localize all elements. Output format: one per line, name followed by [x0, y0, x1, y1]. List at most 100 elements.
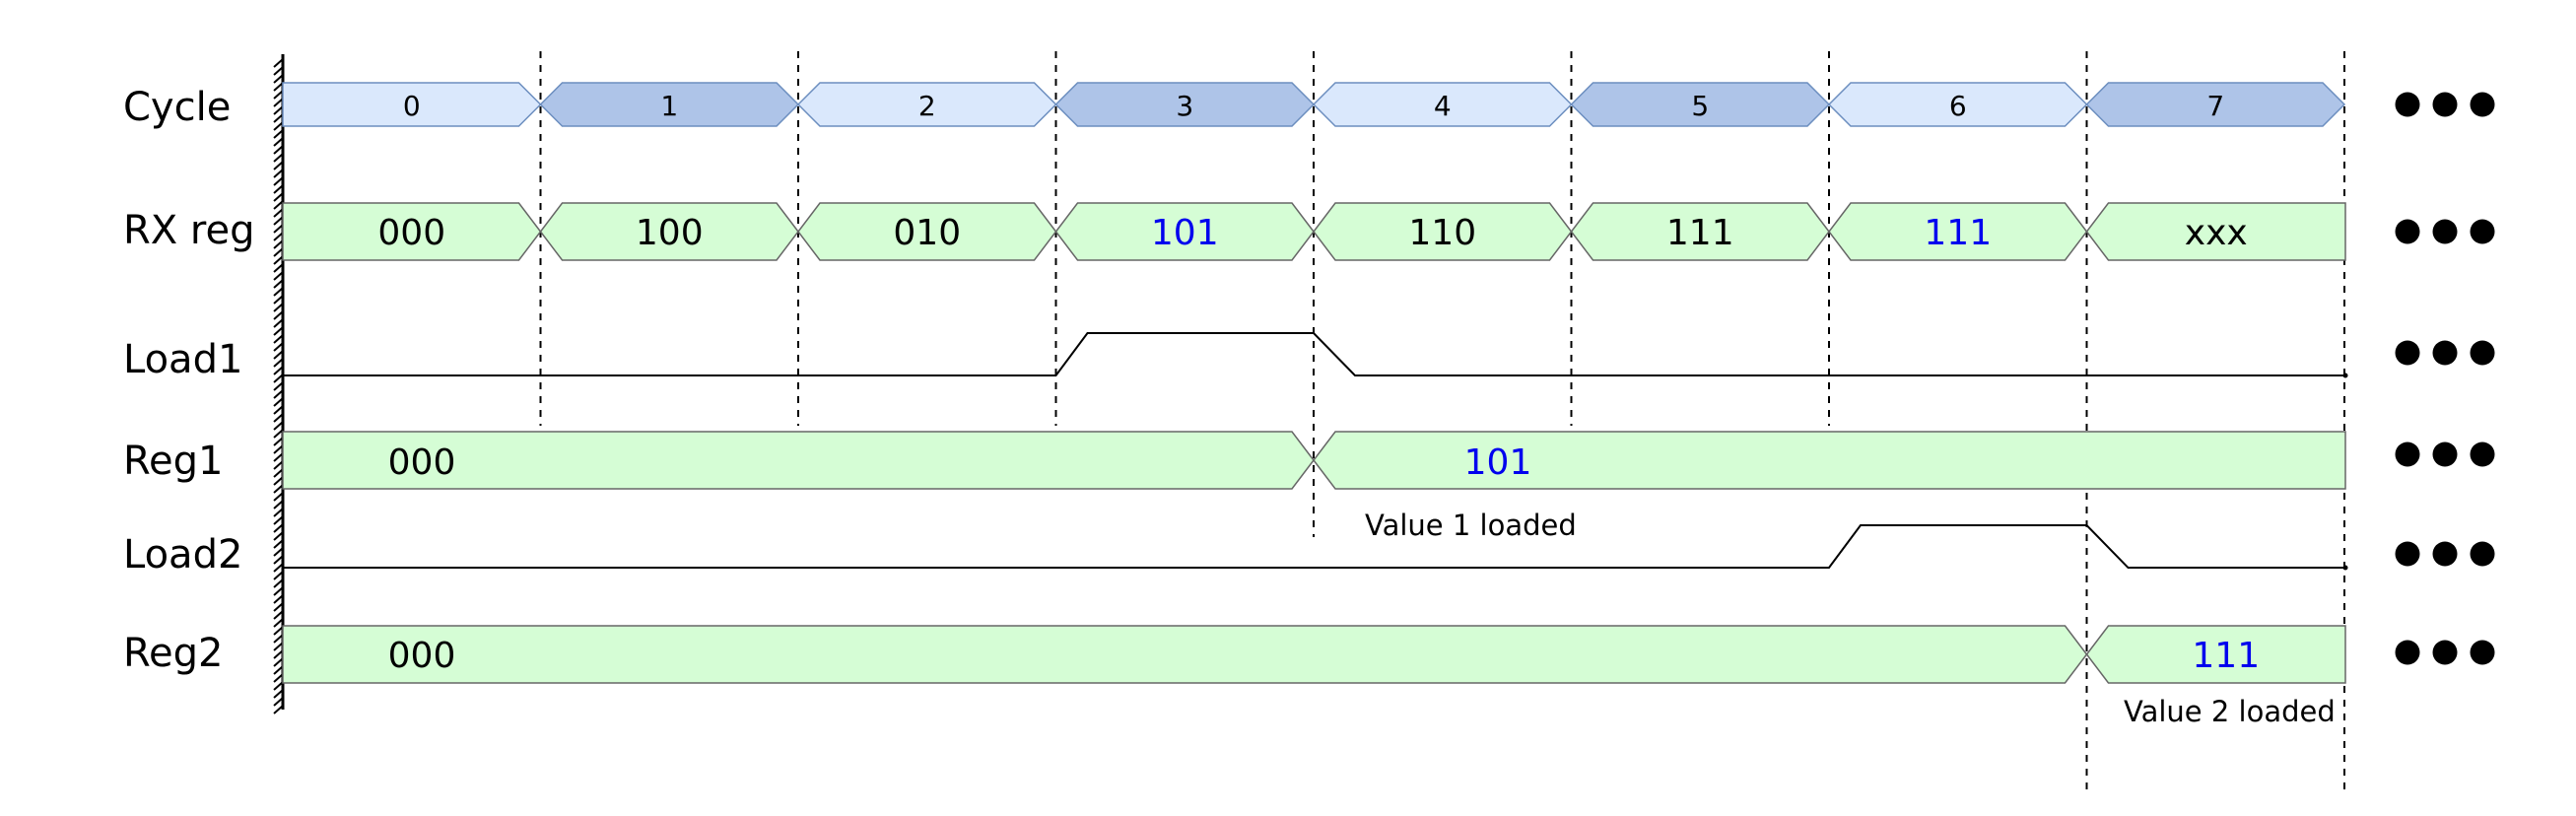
- cycle-number: 6: [1949, 90, 1967, 122]
- cycle-segment: [1312, 82, 1573, 127]
- start-rail-hatch: [273, 689, 284, 699]
- reg1-value: 101: [1464, 442, 1532, 483]
- load2-waveform-end: [2342, 565, 2348, 571]
- continuation-dot: [2470, 219, 2495, 244]
- start-rail-hatch: [273, 468, 284, 478]
- start-rail-hatch: [273, 184, 284, 194]
- start-rail-hatch: [273, 523, 284, 533]
- start-rail-hatch: [273, 460, 284, 470]
- continuation-dot: [2470, 541, 2495, 567]
- start-rail-hatch: [273, 176, 284, 186]
- annotation-value2-loaded: Value 2 loaded: [2124, 695, 2336, 728]
- rx-reg-value: 100: [636, 213, 704, 253]
- rx-reg-segment: [1313, 202, 1573, 261]
- start-rail-hatch: [273, 216, 284, 226]
- start-rail-hatch: [273, 626, 284, 636]
- start-rail-hatch: [273, 366, 284, 375]
- start-rail-hatch: [273, 200, 284, 210]
- start-rail-hatch: [273, 350, 284, 360]
- rx-reg-segment: [2085, 202, 2346, 261]
- continuation-dot: [2432, 541, 2458, 567]
- cycle-number: 1: [660, 90, 678, 122]
- cycle-segment: [1827, 82, 2088, 127]
- start-rail-hatch: [273, 547, 284, 557]
- start-rail-hatch: [273, 634, 284, 644]
- continuation-dot: [2470, 340, 2495, 366]
- reg1-segment: [1313, 431, 2346, 490]
- cycle-segment: [796, 82, 1057, 127]
- signal-label-cycle: Cycle: [123, 85, 231, 130]
- continuation-dots: [2395, 92, 2495, 665]
- start-rail-hatch: [273, 326, 284, 336]
- rx-reg-segment: [797, 202, 1057, 261]
- cycle-boundary-lines: [539, 51, 2345, 796]
- start-rail-hatch: [273, 263, 284, 273]
- start-rail-hatch: [273, 287, 284, 297]
- start-rail-hatch: [273, 539, 284, 549]
- continuation-dot: [2395, 541, 2420, 567]
- start-rail-hatch: [273, 681, 284, 691]
- continuation-dot: [2395, 640, 2420, 665]
- load1-row: [283, 332, 2348, 378]
- start-rail-hatch: [273, 389, 284, 399]
- cycle-number: 3: [1176, 90, 1193, 122]
- reg2-segment: [2085, 625, 2346, 684]
- continuation-dot: [2470, 640, 2495, 665]
- continuation-dot: [2395, 442, 2420, 467]
- start-rail-hatch: [273, 74, 284, 84]
- start-rail-hatch: [273, 303, 284, 312]
- start-rail-hatch: [273, 98, 284, 107]
- start-rail-hatch: [273, 697, 284, 707]
- start-rail-hatch: [273, 437, 284, 446]
- reg1-segment: [282, 431, 1315, 490]
- start-rail-hatch: [273, 153, 284, 163]
- start-rail-hatch: [273, 571, 284, 580]
- start-rail-hatch: [273, 58, 284, 68]
- continuation-dot: [2432, 640, 2458, 665]
- cycle-number: 5: [1691, 90, 1709, 122]
- start-rail-hatch: [273, 358, 284, 368]
- signal-labels: Cycle RX reg Load1 Reg1 Load2 Reg2: [123, 85, 254, 676]
- start-rail-hatch: [273, 452, 284, 462]
- rx-reg-value: xxx: [2185, 213, 2248, 253]
- rx-reg-segment: [1828, 202, 2088, 261]
- load1-waveform: [283, 332, 2345, 376]
- start-rail-hatch: [273, 374, 284, 383]
- start-rail-hatch: [273, 492, 284, 502]
- start-rail-hatch: [273, 555, 284, 565]
- start-rail-hatch: [273, 310, 284, 320]
- continuation-dot: [2432, 92, 2458, 117]
- start-rail-hatch: [273, 673, 284, 683]
- start-rail-hatch: [273, 232, 284, 241]
- reg2-value: 111: [2192, 636, 2260, 676]
- start-rail-hatch: [273, 129, 284, 139]
- continuation-dot: [2470, 442, 2495, 467]
- start-rail-hatch: [273, 90, 284, 100]
- start-rail-hatch: [273, 105, 284, 115]
- start-rail-hatch: [273, 318, 284, 328]
- start-rail-hatch: [273, 239, 284, 249]
- start-rail-hatch: [273, 169, 284, 178]
- rx-reg-segment: [1054, 202, 1315, 261]
- rx-reg-segment: [539, 202, 799, 261]
- signal-label-rx-reg: RX reg: [123, 208, 254, 253]
- start-rail-hatch: [273, 618, 284, 628]
- cycle-segment: [282, 82, 542, 127]
- start-rail-hatch: [273, 642, 284, 651]
- continuation-dot: [2432, 219, 2458, 244]
- start-rail-hatch: [273, 113, 284, 123]
- start-rail-hatch: [273, 405, 284, 415]
- start-rail-hatch: [273, 397, 284, 407]
- rx-reg-segment: [1570, 202, 1830, 261]
- start-rail-hatch: [273, 342, 284, 352]
- start-rail-hatch: [273, 484, 284, 494]
- start-rail-hatch: [273, 476, 284, 486]
- signal-label-reg1: Reg1: [123, 439, 223, 484]
- start-rail-hatch: [273, 586, 284, 596]
- start-rail-hatch: [273, 500, 284, 510]
- start-rail-hatch: [273, 531, 284, 541]
- start-rail-hatch: [273, 705, 284, 714]
